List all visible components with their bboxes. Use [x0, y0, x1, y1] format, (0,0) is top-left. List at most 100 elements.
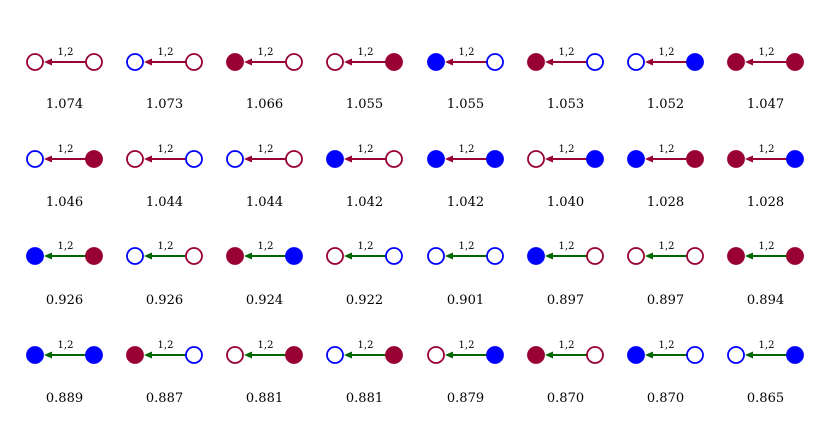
arrowhead-icon — [144, 155, 152, 163]
value-label: 1.055 — [447, 97, 484, 112]
edge-label: 1,2 — [459, 241, 475, 252]
motif-panel: 1,21.073 — [126, 47, 203, 112]
motif-panel: 1,21.066 — [226, 47, 303, 112]
value-label: 1.073 — [146, 97, 183, 112]
motif-panel: 1,20.887 — [126, 340, 203, 406]
arrowhead-icon — [244, 155, 252, 163]
edge-label: 1,2 — [258, 241, 274, 252]
value-label: 0.897 — [647, 293, 684, 308]
right-node — [486, 346, 504, 364]
right-node — [686, 247, 704, 265]
left-node — [26, 247, 44, 265]
left-node — [326, 346, 344, 364]
edge-label: 1,2 — [258, 144, 274, 155]
value-label: 1.055 — [346, 97, 383, 112]
right-node — [285, 150, 303, 168]
arrowhead-icon — [344, 351, 352, 359]
motif-panel: 1,21.028 — [627, 144, 704, 210]
motif-panel: 1,20.926 — [26, 241, 103, 308]
arrowhead-icon — [44, 58, 52, 66]
right-node — [85, 346, 103, 364]
edge-label: 1,2 — [759, 47, 775, 58]
right-node — [786, 346, 804, 364]
arrowhead-icon — [645, 252, 653, 260]
value-label: 0.870 — [647, 391, 684, 406]
value-label: 1.044 — [146, 195, 183, 210]
arrowhead-icon — [445, 58, 453, 66]
edge-label: 1,2 — [358, 144, 374, 155]
left-node — [126, 150, 144, 168]
edge-label: 1,2 — [358, 241, 374, 252]
arrowhead-icon — [44, 351, 52, 359]
right-node — [385, 150, 403, 168]
motif-panel: 1,2 0.870 — [627, 340, 704, 406]
right-node — [185, 150, 203, 168]
edge-label: 1,2 — [158, 144, 174, 155]
motif-panel: 1,21.042 — [326, 144, 403, 210]
edge-label: 1,2 — [559, 340, 575, 351]
motif-panel: 1,2 1.028 — [727, 144, 804, 210]
value-label: 0.865 — [747, 391, 784, 406]
left-node — [26, 150, 44, 168]
arrowhead-icon — [745, 155, 753, 163]
arrowhead-icon — [645, 58, 653, 66]
motif-panel: 1,2 1.044 — [126, 144, 203, 210]
motif-panel: 1,20.865 — [727, 340, 804, 406]
value-label: 1.052 — [647, 97, 684, 112]
left-node — [226, 247, 244, 265]
arrowhead-icon — [144, 252, 152, 260]
value-label: 1.028 — [747, 195, 784, 210]
motif-panel: 1,21.074 — [26, 47, 103, 112]
right-node — [85, 150, 103, 168]
value-label: 0.924 — [246, 293, 283, 308]
value-label: 1.047 — [747, 97, 784, 112]
motif-panel: 1,21.046 — [26, 144, 103, 210]
right-node — [786, 53, 804, 71]
edge-label: 1,2 — [559, 241, 575, 252]
left-node — [126, 346, 144, 364]
left-node — [627, 247, 645, 265]
edge-label: 1,2 — [358, 340, 374, 351]
left-node — [26, 53, 44, 71]
left-node — [427, 53, 445, 71]
right-node — [285, 247, 303, 265]
arrowhead-icon — [144, 351, 152, 359]
right-node — [686, 53, 704, 71]
edge-label: 1,2 — [559, 144, 575, 155]
right-node — [385, 346, 403, 364]
motif-panel: 1,20.922 — [326, 241, 403, 308]
edge-label: 1,2 — [659, 47, 675, 58]
motif-panel: 1,2 0.897 — [627, 241, 704, 308]
motif-panel: 1,21.055 — [326, 47, 403, 112]
left-node — [326, 247, 344, 265]
edge-label: 1,2 — [659, 241, 675, 252]
left-node — [226, 150, 244, 168]
right-node — [686, 346, 704, 364]
arrowhead-icon — [144, 58, 152, 66]
arrowhead-icon — [545, 351, 553, 359]
value-label: 0.901 — [447, 293, 484, 308]
motif-panel: 1,2 0.901 — [427, 241, 504, 308]
arrowhead-icon — [44, 155, 52, 163]
edge-label: 1,2 — [659, 340, 675, 351]
value-label: 0.881 — [246, 391, 283, 406]
motif-panel: 1,2 0.881 — [326, 340, 403, 406]
value-label: 1.028 — [647, 195, 684, 210]
value-label: 0.881 — [346, 391, 383, 406]
value-label: 1.066 — [246, 97, 283, 112]
value-label: 0.889 — [46, 391, 83, 406]
motif-panel: 1,20.889 — [26, 340, 103, 406]
motif-panel: 1,2 0.881 — [226, 340, 303, 406]
edge-label: 1,2 — [258, 340, 274, 351]
right-node — [185, 346, 203, 364]
edge-label: 1,2 — [759, 144, 775, 155]
arrowhead-icon — [445, 252, 453, 260]
edge-label: 1,2 — [459, 144, 475, 155]
motif-panel: 1,20.897 — [527, 241, 604, 308]
left-node — [226, 53, 244, 71]
value-label: 0.926 — [46, 293, 83, 308]
right-node — [486, 150, 504, 168]
left-node — [326, 53, 344, 71]
arrowhead-icon — [44, 252, 52, 260]
